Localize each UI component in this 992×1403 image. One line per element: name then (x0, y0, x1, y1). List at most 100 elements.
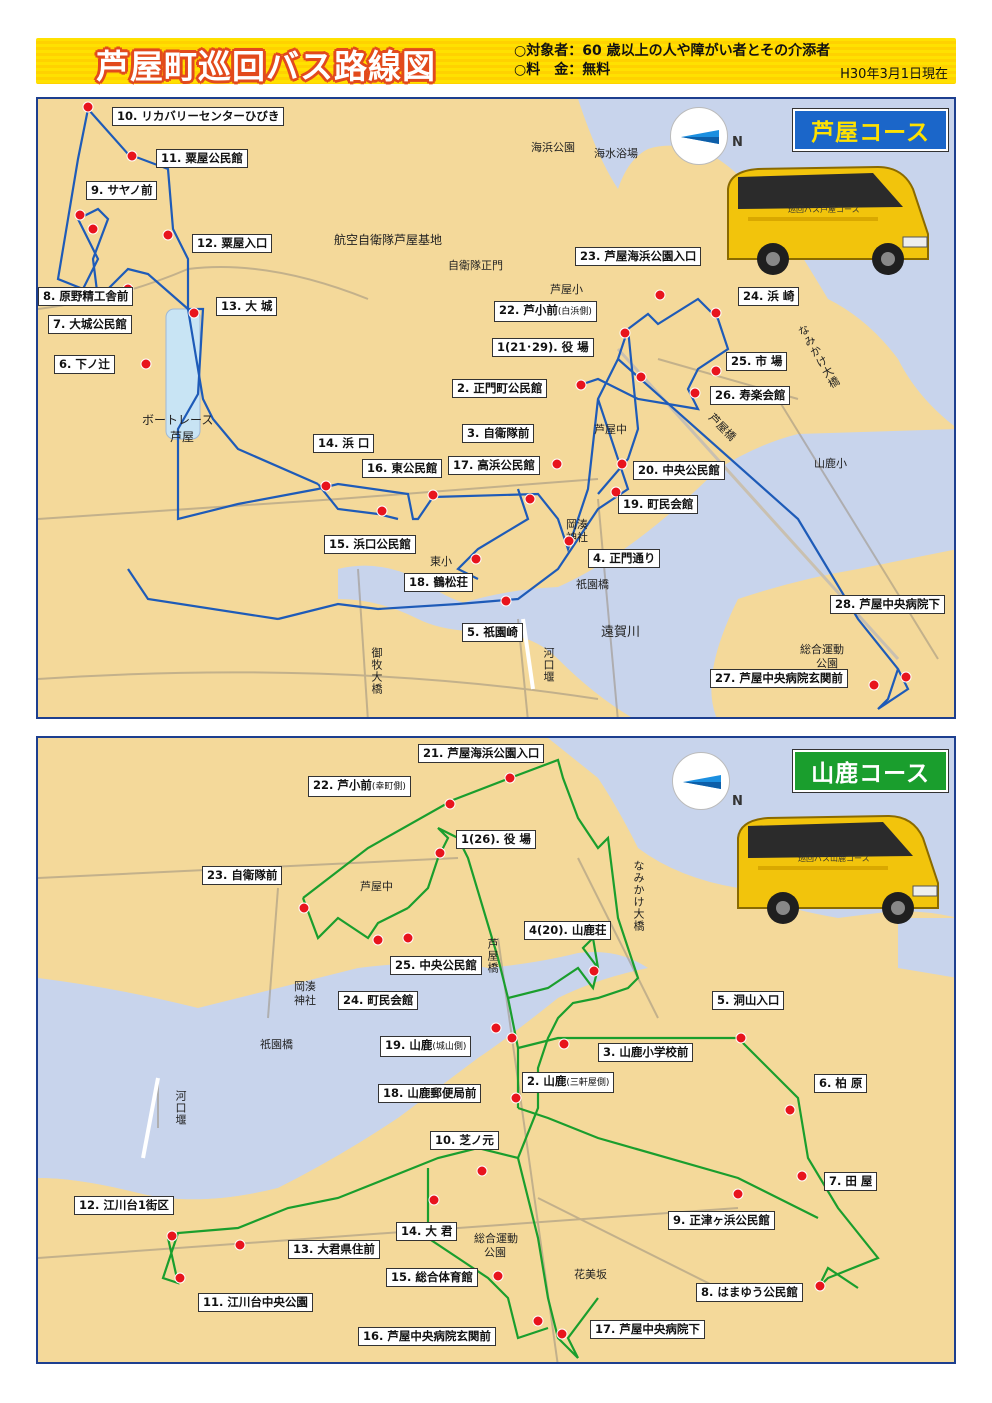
ashiya-route-line (56, 108, 910, 710)
bus-side-text: 巡回バス芦屋コース (788, 205, 860, 214)
stop-label: 19. 山鹿(城山側) (380, 1036, 472, 1057)
stop-label: 1(26). 役 場 (456, 830, 536, 849)
place-mimaki: 御牧大橋 (370, 647, 383, 695)
stop-label: 23. 芦屋海浜公園入口 (575, 247, 702, 266)
stop-label: 15. 浜口公民館 (324, 535, 416, 554)
stop-label: 3. 山鹿小学校前 (598, 1043, 694, 1062)
stop-label: 12. 江川台1街区 (74, 1196, 174, 1215)
stop-label: 15. 総合体育館 (386, 1268, 478, 1287)
kako-weir (521, 618, 535, 690)
stop-label: 6. 柏 原 (814, 1074, 868, 1093)
stop-label: 7. 大城公民館 (48, 315, 132, 334)
place-okaminato: 岡湊 (294, 980, 316, 993)
place-ashiyachu: 芦屋中 (594, 423, 627, 436)
stop-label: 22. 芦小前(幸町側) (308, 776, 411, 797)
ashiya-course-badge: 芦屋コース (793, 109, 948, 151)
stop-label: 5. 祇園崎 (462, 623, 523, 642)
stop-label: 3. 自衛隊前 (462, 424, 535, 443)
stop-label: 16. 芦屋中央病院玄関前 (358, 1327, 496, 1346)
place-sogo: 総合運動 (800, 643, 844, 656)
place-jinja: 神社 (294, 994, 316, 1007)
place-kaisui: 海水浴場 (594, 147, 638, 160)
river-onga (38, 952, 648, 1200)
stop-label: 1(21･29). 役 場 (492, 338, 594, 357)
fare-text: ○料 金：無料 (514, 62, 611, 78)
compass-north-label: N (732, 135, 743, 150)
stop-label: 9. サヤノ前 (86, 181, 158, 200)
stop-label-sub: (幸町側) (371, 782, 406, 792)
stop-label: 27. 芦屋中央病院玄関前 (710, 669, 848, 688)
compass-north-label: N (732, 794, 743, 809)
river-branch (338, 565, 468, 631)
stop-label: 2. 山鹿(三軒屋側) (522, 1072, 615, 1093)
place-kakozeki: 河口堰 (174, 1090, 187, 1126)
kako-weir (141, 1077, 160, 1159)
place-koen: 公園 (484, 1246, 506, 1259)
stop-label: 8. はまゆう公民館 (696, 1283, 803, 1302)
stop-label: 9. 正津ヶ浜公民館 (668, 1211, 775, 1230)
stop-label: 19. 町民会館 (618, 495, 699, 514)
stop-label-sub: (白浜側) (557, 307, 592, 317)
place-ongagawa: 遠賀川 (601, 625, 641, 640)
stop-label: 11. 粟屋公民館 (156, 149, 248, 168)
stop-label-main: 2. 山鹿 (527, 1074, 567, 1088)
stop-label: 18. 山鹿郵便局前 (378, 1084, 482, 1103)
harbor (838, 918, 954, 978)
stop-label: 2. 正門町公民館 (452, 379, 548, 398)
stop-label: 20. 中央公民館 (633, 461, 725, 480)
place-yamagasho: 山鹿小 (814, 457, 847, 470)
place-base: 航空自衛隊芦屋基地 (334, 233, 443, 247)
stop-label: 25. 中央公民館 (390, 956, 482, 975)
stop-label-sub: (三軒屋側) (566, 1078, 610, 1088)
place-kaihin-koen: 海浜公園 (531, 141, 575, 154)
place-boatrace: ボートレース (142, 413, 214, 427)
stop-label: 21. 芦屋海浜公園入口 (418, 744, 545, 763)
stop-label: 17. 高浜公民館 (448, 456, 540, 475)
stop-label: 24. 浜 崎 (738, 287, 800, 306)
stop-label: 22. 芦小前(白浜側) (494, 301, 597, 322)
stop-label: 12. 粟屋入口 (192, 234, 273, 253)
compass-icon (670, 107, 728, 165)
place-sogo: 総合運動 (474, 1232, 518, 1245)
place-gionbashi: 祇園橋 (576, 578, 609, 591)
stop-label-sub: (城山側) (432, 1042, 467, 1052)
stop-label: 23. 自衛隊前 (202, 866, 283, 885)
stop-label: 24. 町民会館 (338, 991, 419, 1010)
page-title: 芦屋町巡回バス路線図 (96, 47, 436, 86)
stop-label: 13. 大君県住前 (288, 1240, 380, 1259)
place-koen: 公園 (816, 657, 838, 670)
stop-label: 10. リカバリーセンターひびき (112, 107, 285, 126)
stop-label: 16. 東公民館 (362, 459, 443, 478)
stop-label: 28. 芦屋中央病院下 (830, 595, 945, 614)
header-info: ○対象者：60 歳以上の人や障がい者とその介添者 ○料 金：無料 (514, 42, 830, 80)
compass-icon (672, 752, 730, 810)
stop-label: 26. 寿楽会館 (710, 386, 791, 405)
stop-label: 14. 浜 口 (313, 434, 375, 453)
yamaga-course-badge: 山鹿コース (793, 750, 948, 792)
stop-label: 7. 田 屋 (824, 1172, 878, 1191)
bus-side-text: 巡回バス山鹿コース (798, 854, 870, 863)
roads (38, 266, 939, 717)
stop-label: 4. 正門通り (588, 549, 661, 568)
place-hanamizaka: 花美坂 (574, 1268, 607, 1281)
place-kakozeki: 河口堰 (542, 647, 555, 683)
bus-icon: 巡回バス山鹿コース (728, 808, 948, 942)
stop-label: 13. 大 城 (216, 297, 278, 316)
place-ashiyachu: 芦屋中 (360, 880, 393, 893)
stop-label: 14. 大 君 (396, 1222, 458, 1241)
place-ashiyasho: 芦屋小 (550, 283, 583, 296)
yamaga-course-map: N 巡回バス山鹿コース 山鹿コース 芦屋中 岡湊 神社 祇園橋 河口堰 なみかけ… (36, 736, 956, 1364)
stop-label: 4(20). 山鹿荘 (524, 921, 612, 940)
stop-label: 18. 鶴松荘 (404, 573, 473, 592)
stop-label: 10. 芝ノ元 (430, 1131, 499, 1150)
place-gionbashi: 祇園橋 (260, 1038, 293, 1051)
yamaga-stop-dots (166, 772, 826, 1340)
stop-label: 6. 下ノ辻 (54, 355, 115, 374)
place-higashisho: 東小 (430, 555, 452, 568)
place-namikake: なみかけ大橋 (632, 860, 645, 932)
stop-label: 17. 芦屋中央病院下 (590, 1320, 705, 1339)
stop-label: 5. 洞山入口 (712, 991, 785, 1010)
ashiya-course-map: N 巡回バス芦屋コース 芦屋コース 海浜公園 海水浴場 航空自衛隊芦屋基地 自衛… (36, 97, 956, 719)
stop-label-main: 22. 芦小前 (499, 303, 558, 317)
stop-label-main: 22. 芦小前 (313, 778, 372, 792)
